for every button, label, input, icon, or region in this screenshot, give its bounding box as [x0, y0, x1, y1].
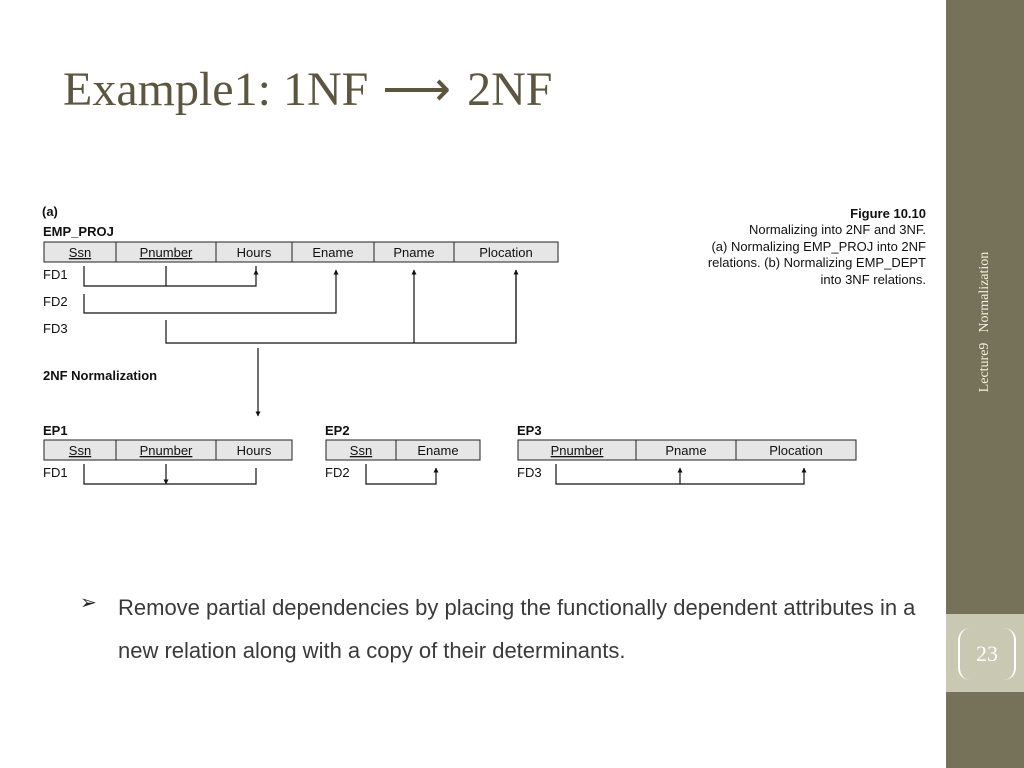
- fd2-arrow: [83, 269, 339, 314]
- attribute-name: Ssn: [69, 245, 91, 260]
- figure-caption-title: Figure 10.10: [850, 206, 926, 221]
- sidebar-lecture: Lecture9: [977, 342, 992, 393]
- emp-proj-table: Ssn Pnumber Hours Ename Pname Plocation: [43, 241, 559, 263]
- right-arrow-icon: ⟶: [382, 63, 452, 116]
- attribute-name: Ssn: [350, 443, 372, 458]
- figure-caption-line: into 3NF relations.: [821, 272, 927, 287]
- attribute-name: Pnumber: [140, 245, 193, 260]
- fd1-arrow: [83, 266, 256, 287]
- slide-title: Example1: 1NF⟶ 2NF: [63, 66, 552, 114]
- fd3-line: [165, 270, 517, 344]
- fd3-label: FD3: [43, 321, 68, 336]
- fd1-label: FD1: [43, 267, 68, 282]
- figure-caption-line: relations. (b) Normalizing EMP_DEPT: [708, 255, 926, 270]
- attribute-name: Hours: [237, 443, 272, 458]
- attribute-cell: [453, 241, 559, 263]
- page-number: 23: [958, 628, 1016, 680]
- relation-fd-arrows: [83, 464, 807, 485]
- fd2-label: FD2: [43, 294, 68, 309]
- attribute-name: Pnumber: [140, 443, 193, 458]
- attribute-name: Ename: [312, 245, 353, 260]
- ep3-fd-label: FD3: [517, 465, 542, 480]
- attribute-name: Plocation: [769, 443, 822, 458]
- emp-proj-label: EMP_PROJ: [43, 224, 114, 239]
- title-suffix: 2NF: [467, 63, 553, 116]
- arrow-bullet-icon: ➢: [80, 592, 97, 614]
- attribute-cell: [735, 439, 857, 461]
- ep3-label: EP3: [517, 423, 542, 438]
- attribute-name: Pname: [393, 245, 434, 260]
- fd-arrows: [83, 266, 519, 344]
- ep1-table: Ssn Pnumber Hours: [43, 439, 293, 461]
- attribute-name: Ssn: [69, 443, 91, 458]
- ep1-fd-label: FD1: [43, 465, 68, 480]
- attribute-name: Pnumber: [551, 443, 604, 458]
- attribute-name: Pname: [665, 443, 706, 458]
- ep2-table: Ssn Ename: [325, 439, 481, 461]
- sidebar-label: Lecture9 Normalization: [977, 247, 993, 398]
- ep3-table: Pnumber Pname Plocation: [517, 439, 857, 461]
- ep1-label: EP1: [43, 423, 68, 438]
- normalization-step-label: 2NF Normalization: [43, 368, 157, 383]
- attribute-name: Plocation: [479, 245, 532, 260]
- figure-caption-line: (a) Normalizing EMP_PROJ into 2NF: [711, 239, 926, 254]
- bullet-text: Remove partial dependencies by placing t…: [118, 595, 916, 663]
- ep1-fd-arrow: [83, 464, 257, 484]
- ep2-fd-label: FD2: [325, 465, 350, 480]
- ep2-fd-arrow: [365, 464, 439, 485]
- ep2-label: EP2: [325, 423, 350, 438]
- attribute-name: Ename: [417, 443, 458, 458]
- sidebar-topic: Normalization: [977, 251, 992, 333]
- attribute-cell: [395, 439, 481, 461]
- figure-part-label: (a): [42, 204, 58, 219]
- title-prefix: Example1: 1NF: [63, 63, 369, 116]
- figure-caption-line: Normalizing into 2NF and 3NF.: [749, 222, 926, 237]
- attribute-name: Hours: [237, 245, 272, 260]
- attribute-cell: [215, 439, 293, 461]
